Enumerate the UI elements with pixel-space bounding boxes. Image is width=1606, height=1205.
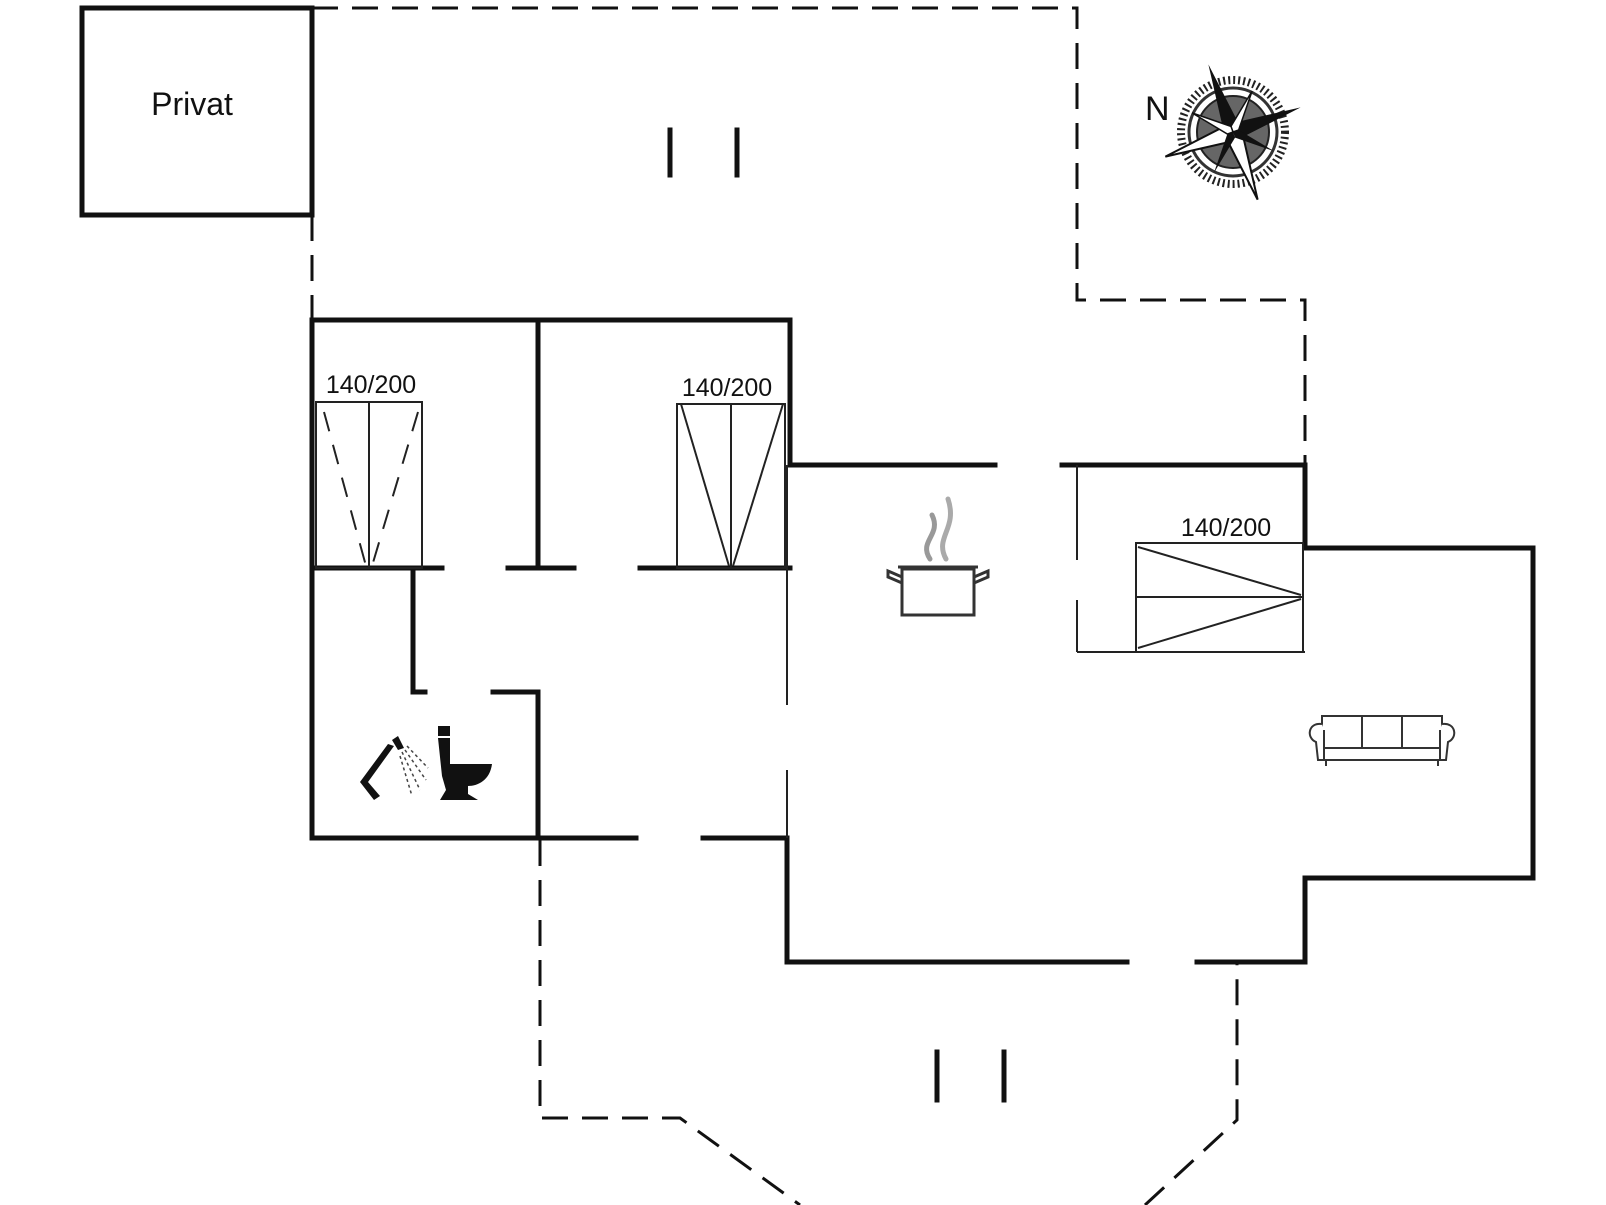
- bed-2: 140/200: [676, 374, 786, 569]
- toilet-icon: [438, 726, 492, 800]
- terrace-marks: [667, 127, 1007, 1103]
- bed-3-size: 140/200: [1181, 514, 1271, 542]
- compass-rose-icon: N: [1145, 64, 1301, 201]
- cooking-pot-icon: [886, 496, 990, 617]
- south-terrace-outline: [538, 840, 1239, 1205]
- north-label: N: [1145, 90, 1170, 128]
- bed-1-size: 140/200: [326, 371, 416, 399]
- bed-3: 140/200: [1135, 514, 1304, 653]
- exterior-walls: [309, 317, 1536, 965]
- bed-2-size: 140/200: [682, 374, 772, 402]
- annex-room: Privat: [79, 5, 315, 218]
- terrace-outlines: [310, 6, 1307, 1205]
- bed-1: 140/200: [315, 371, 423, 569]
- shower-icon: [360, 736, 429, 800]
- north-terrace-outline: [312, 6, 1307, 465]
- sofa-icon: [1308, 715, 1456, 766]
- interior-walls: [309, 317, 1305, 841]
- annex-label: Privat: [151, 86, 233, 122]
